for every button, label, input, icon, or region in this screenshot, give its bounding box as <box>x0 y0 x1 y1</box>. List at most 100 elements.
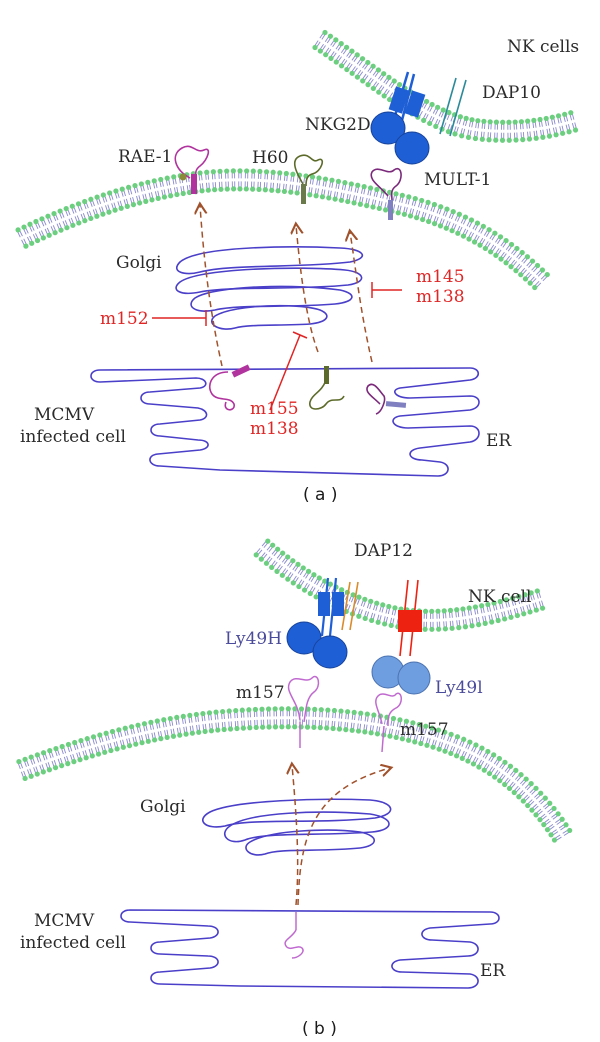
label-m138-lower: m138 <box>250 419 299 439</box>
lipid-head <box>397 82 403 88</box>
lipid-head <box>497 598 503 605</box>
lipid-head <box>301 587 308 593</box>
lipid-head <box>471 239 478 245</box>
lipid-head <box>540 134 546 140</box>
lipid-head <box>442 626 448 632</box>
label-ly49i: Ly49l <box>435 678 483 698</box>
lipid-head <box>572 127 579 133</box>
m155-m138-inhibitor <box>269 331 308 411</box>
lipid-head <box>312 44 318 51</box>
m145-m138-inhibitor <box>371 282 402 298</box>
lipid-head <box>338 63 345 69</box>
lipid-head <box>103 730 109 736</box>
lipid-head <box>82 218 88 224</box>
lipid-head <box>237 168 243 174</box>
lipid-head <box>71 759 77 765</box>
lipid-head <box>506 785 513 792</box>
lipid-head <box>237 186 243 192</box>
lipid-head <box>351 709 357 716</box>
lipid-head <box>472 135 479 142</box>
lipid-head <box>224 168 230 174</box>
lipid-head <box>338 197 345 203</box>
lipid-head <box>316 575 322 581</box>
ly49i-receptor <box>371 579 431 695</box>
lipid-head <box>164 734 170 741</box>
lipid-head <box>94 213 100 219</box>
lipid-head <box>499 137 506 143</box>
lipid-head <box>217 168 223 174</box>
lipid-head <box>525 118 531 124</box>
lipid-head <box>566 129 572 135</box>
lipid-head <box>386 96 393 103</box>
lipid-head <box>258 556 264 562</box>
lipid-head <box>78 737 84 744</box>
lipid-head <box>132 182 138 189</box>
lipid-head <box>391 78 397 84</box>
lipid-head <box>401 211 407 217</box>
lipid-head <box>537 116 543 123</box>
lipid-head <box>180 190 186 197</box>
lipid-head <box>313 193 319 199</box>
lipid-head <box>290 558 296 564</box>
lipid-head <box>100 211 106 217</box>
lipid-head <box>220 708 226 715</box>
lipid-head <box>122 725 128 731</box>
lipid-head <box>53 745 59 752</box>
lipid-head <box>359 56 366 62</box>
lipid-head <box>356 594 362 600</box>
lipid-head <box>210 169 216 175</box>
lipid-head <box>502 781 508 788</box>
lipid-head <box>174 714 180 721</box>
lipid-head <box>386 74 392 80</box>
lipid-head <box>113 188 119 194</box>
lipid-head <box>279 572 285 578</box>
lipid-head <box>495 617 501 624</box>
lipid-head <box>259 706 265 712</box>
lipid-head <box>481 118 487 124</box>
h60-ligand <box>293 154 324 204</box>
lipid-head <box>141 721 148 727</box>
h60-in-er <box>309 366 345 410</box>
label-ly49h: Ly49H <box>225 629 282 649</box>
lipid-head <box>493 119 500 125</box>
lipid-head <box>392 605 398 611</box>
lipid-head <box>427 120 433 127</box>
lipid-head <box>336 726 343 732</box>
lipid-head <box>485 601 491 608</box>
transport-arrow-m157-left <box>292 765 298 906</box>
lipid-head <box>492 774 498 780</box>
lipid-head <box>419 197 425 204</box>
lipid-head <box>325 707 331 713</box>
lipid-head <box>205 187 211 193</box>
lipid-head <box>269 187 275 193</box>
lipid-head <box>246 707 252 713</box>
lipid-head <box>466 236 472 242</box>
lipid-head <box>47 748 53 754</box>
lipid-head <box>430 744 436 750</box>
er-b <box>120 909 500 989</box>
lipid-head <box>374 186 380 193</box>
lipid-head <box>493 252 499 258</box>
lipid-head <box>507 763 514 769</box>
lipid-head <box>367 185 374 191</box>
lipid-head <box>485 748 491 755</box>
lipid-head <box>393 191 399 197</box>
lipid-head <box>348 181 354 187</box>
lipid-head <box>324 725 330 731</box>
lipid-head <box>193 711 199 718</box>
lipid-head <box>555 113 562 119</box>
lipid-head <box>533 607 539 613</box>
lipid-head <box>106 209 112 215</box>
lipid-head <box>523 776 529 782</box>
lipid-head <box>151 737 158 743</box>
lipid-head <box>429 725 435 731</box>
lipid-head <box>327 581 333 587</box>
lipid-head <box>560 130 566 136</box>
lipid-head <box>343 727 349 733</box>
lipid-head <box>253 724 259 731</box>
label-er-a: ER <box>486 431 512 451</box>
lipid-head <box>304 724 311 730</box>
lipid-head <box>362 615 368 622</box>
lipid-head <box>362 729 368 735</box>
